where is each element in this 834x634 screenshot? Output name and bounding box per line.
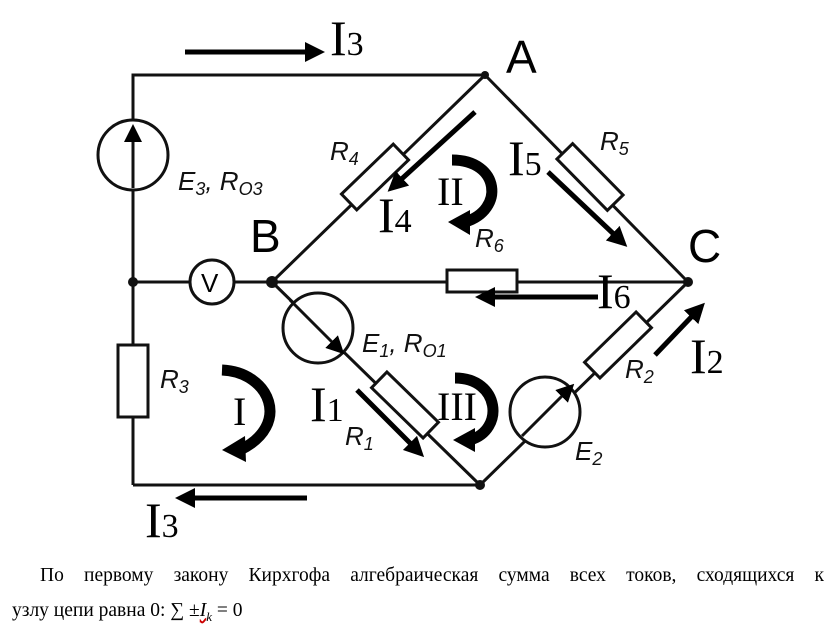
resistor-r6 [445, 268, 519, 294]
label-r3: R3 [160, 364, 189, 397]
line2-prefix: узлу цепи равна 0: ∑ ± [12, 600, 200, 621]
current-i3-bottom-label: I3 [145, 492, 179, 548]
current-i3-top-label: I3 [330, 10, 364, 66]
source-e3 [96, 118, 170, 192]
label-r4: R4 [330, 136, 359, 169]
node-c-label: C [688, 220, 721, 272]
ik-symbol: Ik [199, 600, 213, 624]
kirchhoff-paragraph: По первому закону Кирхгофа алгебраическа… [12, 558, 824, 634]
resistor-r4 [339, 141, 411, 213]
current-i5-label: I5 [508, 130, 542, 186]
paragraph-line-2: узлу цепи равна 0: ∑ ±Ik = 0 [12, 600, 243, 624]
current-arrows [175, 42, 705, 508]
line2-suffix: = 0 [212, 600, 243, 621]
voltmeter-label: V [201, 268, 219, 298]
label-r2: R2 [625, 354, 654, 387]
loop-iii-label: III [437, 384, 477, 429]
resistor-r3 [116, 343, 150, 419]
voltmeter: V [188, 258, 236, 306]
circuit-diagram: V A B C I3 I3 I4 I5 [96, 10, 724, 548]
loop-i-label: I [233, 389, 246, 434]
junction-dots [128, 71, 693, 490]
loop-ii-label: II [437, 169, 464, 214]
source-e1 [281, 291, 355, 365]
source-e2 [508, 375, 582, 449]
node-a-label: A [506, 31, 537, 83]
current-i6-label: I6 [597, 263, 631, 319]
resistor-r1 [369, 369, 441, 441]
node-b-label: B [250, 210, 281, 262]
paragraph-line-1: По первому закону Кирхгофа алгебраическа… [40, 565, 824, 586]
label-r1: R1 [345, 421, 374, 454]
label-e1-r01: E1, RO1 [362, 328, 447, 361]
current-i2-label: I2 [690, 328, 724, 384]
label-r6: R6 [475, 223, 505, 256]
current-i4-label: I4 [378, 187, 412, 243]
label-r5: R5 [600, 126, 630, 159]
label-e3-r03: E3, RO3 [178, 166, 263, 199]
label-e2: E2 [575, 436, 602, 469]
current-i1-label: I1 [310, 376, 344, 432]
resistor-r2 [582, 309, 654, 381]
loop-arrows [221, 154, 499, 462]
resistor-r5 [554, 141, 626, 213]
